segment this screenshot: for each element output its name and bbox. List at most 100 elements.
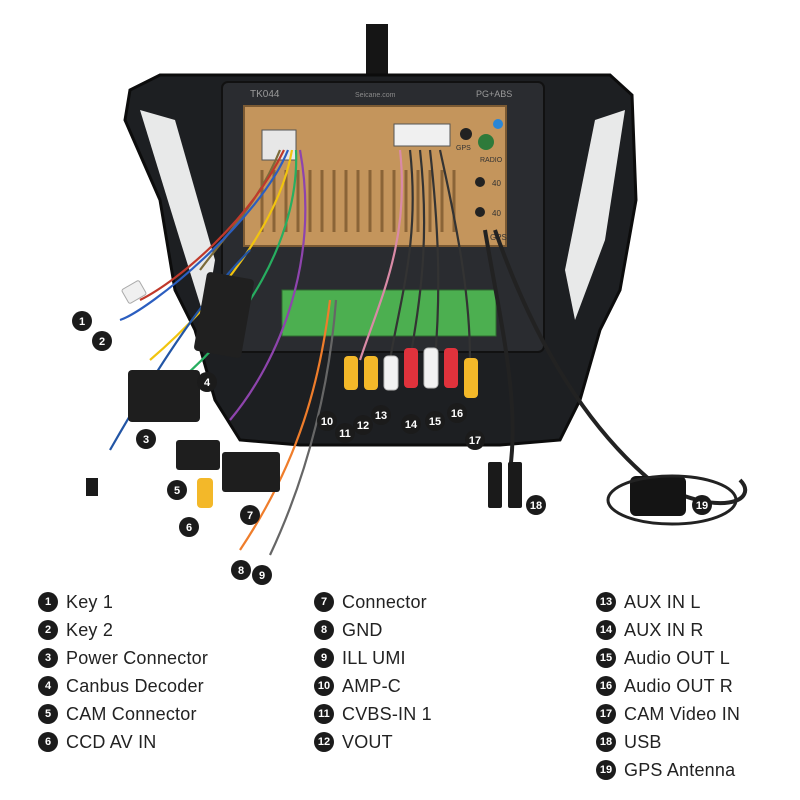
callout-9: 9 [252,565,272,585]
radio-port [478,134,494,150]
rear-panel [243,105,507,247]
legend-number: 9 [314,648,334,668]
usb-plug-2 [508,462,522,508]
legend-item: 9 ILL UMI [314,644,432,672]
callout-17: 17 [465,430,485,450]
gps-port [460,128,472,140]
callout-7: 7 [240,505,260,525]
legend-item: 18 USB [596,728,740,756]
legend-number: 8 [314,620,334,640]
svg-text:10: 10 [321,416,333,428]
legend-label: USB [624,731,662,752]
legend-label: CAM Video IN [624,703,741,724]
bezel-left-vent [140,110,215,320]
legend-label: Audio OUT R [624,675,733,696]
legend-item: 12 VOUT [314,728,432,756]
legend-label: Audio OUT L [624,647,730,668]
callout-4: 4 [197,372,217,392]
legend-item: 11 CVBS-IN 1 [314,700,432,728]
callout-3: 3 [136,429,156,449]
callout-1: 1 [72,311,92,331]
key-wire-ends [121,280,147,304]
cam-connector-block [176,440,220,470]
callout-19: 19 [692,495,712,515]
svg-text:7: 7 [247,510,253,522]
legend-label: ILL UMI [342,647,406,668]
power-connector [128,370,200,422]
svg-text:6: 6 [186,522,192,534]
legend-item: 15 Audio OUT L [596,644,740,672]
legend-number: 4 [38,676,58,696]
legend-item: 10 AMP-C [314,672,432,700]
legend-label: VOUT [342,731,393,752]
svg-text:15: 15 [429,416,441,428]
legend-label: GPS Antenna [624,759,736,780]
svg-text:14: 14 [405,419,418,431]
legend-label: Power Connector [66,647,209,668]
legend-label: CVBS-IN 1 [342,703,432,724]
callout-15: 15 [425,411,445,431]
callout-12: 12 [353,415,373,435]
legend-item: 8 GND [314,616,432,644]
callout-18: 18 [526,495,546,515]
svg-text:17: 17 [469,435,481,447]
callout-11: 11 [335,423,355,443]
port-40b [475,207,485,217]
svg-text:12: 12 [357,420,369,432]
port-label-gps: GPS [456,145,471,152]
port-label-radio: RADIO [480,157,503,164]
callout-2: 2 [92,331,112,351]
svg-text:8: 8 [238,565,244,577]
legend-number: 3 [38,648,58,668]
legend-number: 12 [314,732,334,752]
callout-8: 8 [231,560,251,580]
callout-14: 14 [401,414,421,434]
mounting-tab [366,24,388,84]
rca-plugs [197,347,478,508]
legend-label: AUX IN R [624,619,704,640]
legend-number: 18 [596,732,616,752]
port-label-40b: 40 [492,209,501,218]
legend-number: 11 [314,704,334,724]
legend-number: 2 [38,620,58,640]
callout-5: 5 [167,480,187,500]
bezel-right-vent [565,110,625,320]
legend-number: 10 [314,676,334,696]
usb-plug-1 [488,462,502,508]
legend-label: GND [342,619,383,640]
svg-text:2: 2 [99,336,105,348]
svg-text:5: 5 [174,485,180,497]
legend-number: 15 [596,648,616,668]
port-label-40a: 40 [492,179,501,188]
legend-number: 13 [596,592,616,612]
legend-label: AUX IN L [624,591,701,612]
canbus-pcb [281,289,497,337]
small-connector [86,478,98,496]
svg-text:9: 9 [259,570,265,582]
port-40a [475,177,485,187]
legend-item: 3 Power Connector [38,644,208,672]
legend-label: CAM Connector [66,703,197,724]
svg-text:16: 16 [451,408,463,420]
legend-label: Connector [342,591,427,612]
legend-label: Key 2 [66,619,114,640]
callout-13: 13 [371,405,391,425]
legend-label: CCD AV IN [66,731,157,752]
gps-antenna [630,476,686,516]
legend-label: AMP-C [342,675,401,696]
unit-mark-mid: Seicane.com [355,92,396,99]
unit-mark-right: PG+ABS [476,89,512,99]
legend-item: 13 AUX IN L [596,588,740,616]
